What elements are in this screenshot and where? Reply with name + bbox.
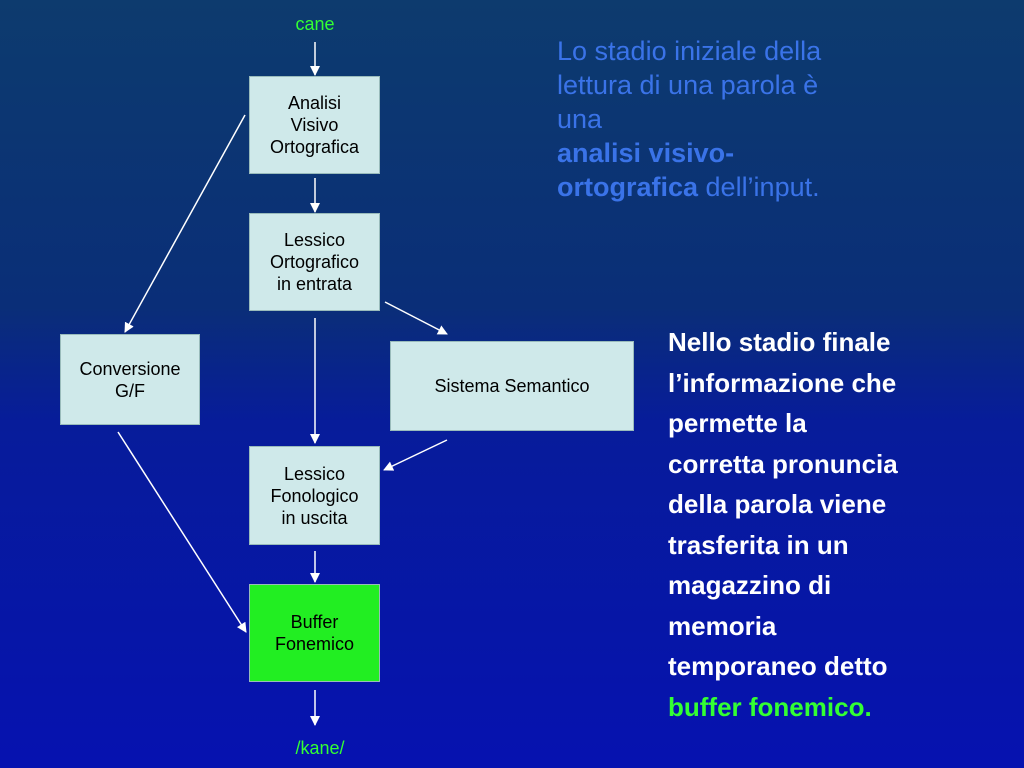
box-lessico-ortografico: Lessico Ortografico in entrata bbox=[249, 213, 380, 311]
intro-line: Lo stadio iniziale della bbox=[557, 36, 822, 66]
final-line: permette la bbox=[668, 408, 807, 438]
final-line: della parola viene bbox=[668, 489, 887, 519]
intro-line: ortografica dell’input. bbox=[557, 170, 987, 204]
input-word-label: cane bbox=[295, 14, 335, 34]
final-line: l’informazione che bbox=[668, 367, 897, 398]
box-line: Conversione bbox=[79, 358, 181, 379]
box-line: in uscita bbox=[281, 507, 348, 528]
intro-bold-line: analisi visivo- bbox=[557, 138, 735, 168]
box-conversione-gf: Conversione G/F bbox=[60, 334, 200, 425]
final-line: Nello stadio finale bbox=[668, 327, 891, 357]
box-line: Sistema Semantico bbox=[434, 376, 590, 396]
box-line: Lessico bbox=[283, 230, 346, 250]
box-analisi-visivo-ortografica: Analisi Visivo Ortografica bbox=[249, 76, 380, 174]
box-sistema-semantico: Sistema Semantico bbox=[390, 341, 634, 431]
arrow-analisi-to-conversione bbox=[124, 114, 246, 333]
box-line: Ortografico bbox=[269, 252, 360, 272]
final-line: corretta pronuncia bbox=[668, 448, 898, 479]
final-stage-paragraph: Nello stadio finale l’informazione che p… bbox=[668, 322, 1008, 727]
box-buffer-fonemico: Buffer Fonemico bbox=[249, 584, 380, 682]
intro-paragraph: Lo stadio iniziale della lettura di una … bbox=[557, 34, 987, 204]
box-line: G/F bbox=[115, 380, 145, 401]
final-line: memoria bbox=[668, 610, 777, 641]
buffer-fonemico-term: buffer fonemico. bbox=[668, 691, 872, 722]
box-line: in entrata bbox=[276, 274, 353, 294]
final-line: temporaneo detto bbox=[668, 651, 888, 681]
intro-rest: dell’input. bbox=[698, 172, 820, 202]
intro-line: una bbox=[557, 104, 603, 134]
intro-bold-term: ortografica bbox=[557, 172, 699, 202]
box-line: Analisi bbox=[287, 93, 342, 113]
box-line: Buffer bbox=[290, 612, 339, 632]
output-phoneme-label: /kane/ bbox=[295, 738, 345, 758]
arrow-lessico-ortografico-to-semantico bbox=[384, 301, 448, 335]
box-line: Ortografica bbox=[269, 137, 360, 157]
box-line: Visivo bbox=[290, 115, 339, 135]
arrow-conversione-to-buffer bbox=[117, 431, 247, 633]
box-line: Fonemico bbox=[274, 634, 355, 654]
box-line: Fonologico bbox=[270, 485, 359, 506]
final-line: trasferita in un bbox=[668, 529, 849, 560]
arrow-semantico-to-lessico-fonologico bbox=[383, 439, 448, 471]
final-line: magazzino di bbox=[668, 570, 832, 600]
intro-line: lettura di una parola è bbox=[557, 70, 819, 100]
box-line: Lessico bbox=[283, 463, 346, 484]
box-lessico-fonologico: Lessico Fonologico in uscita bbox=[249, 446, 380, 545]
